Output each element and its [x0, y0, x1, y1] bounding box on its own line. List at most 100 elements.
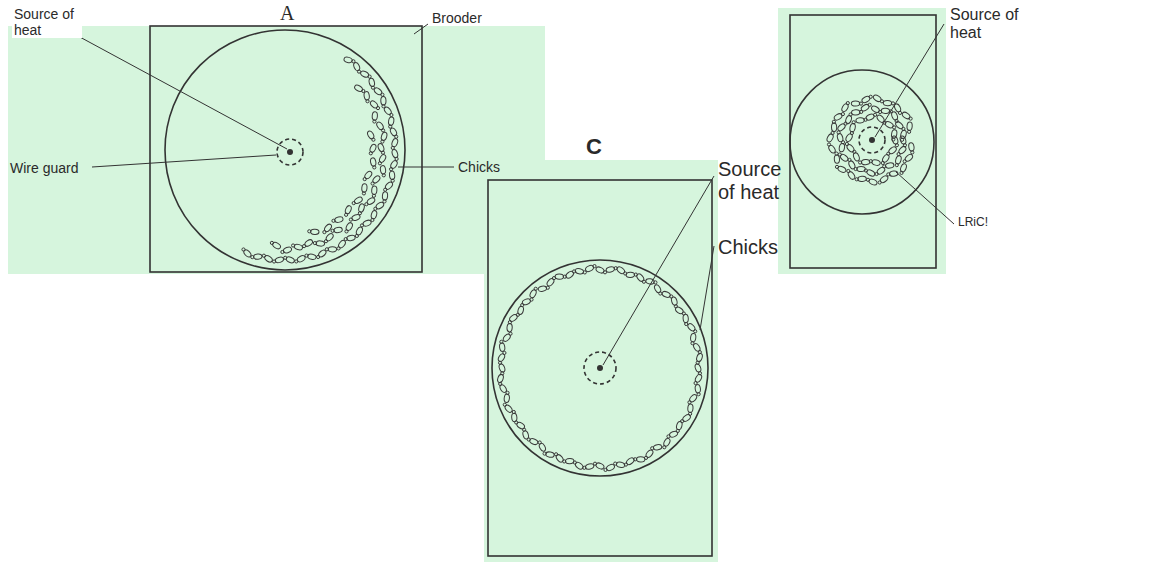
chick — [606, 266, 615, 273]
chick-head — [832, 120, 835, 123]
chick-head — [381, 140, 384, 143]
chick — [517, 306, 524, 316]
chick — [888, 146, 898, 155]
chick — [361, 184, 367, 193]
chick — [836, 133, 843, 142]
chick-head — [827, 143, 830, 146]
chick — [671, 296, 678, 306]
part-label: LRiC! — [958, 216, 988, 230]
chick — [574, 461, 584, 470]
chick — [695, 384, 701, 393]
chick-head — [512, 410, 515, 413]
chick — [871, 159, 880, 166]
wire-guard — [584, 352, 616, 384]
chick — [504, 394, 510, 403]
chick-head — [365, 203, 368, 206]
wire-guard — [277, 139, 303, 165]
chick-head — [352, 60, 355, 63]
chick-head — [389, 125, 392, 128]
chick — [876, 166, 886, 175]
chick — [625, 457, 635, 466]
chick-head — [323, 231, 326, 234]
leader-line — [92, 155, 276, 167]
chick — [846, 143, 855, 153]
chick-head — [903, 160, 906, 163]
chick-head — [881, 161, 884, 164]
chick-head — [373, 120, 376, 123]
chick — [839, 153, 849, 162]
chick-head — [503, 351, 506, 354]
chick-head — [390, 168, 393, 171]
chick-head — [908, 130, 911, 133]
chick-head — [369, 152, 372, 155]
leader-line — [398, 167, 454, 168]
chick — [546, 277, 555, 287]
chick-head — [308, 230, 311, 233]
chick — [900, 130, 907, 139]
panel-ground — [484, 160, 718, 562]
chick-head — [345, 230, 348, 233]
chick — [364, 170, 373, 180]
leader-line — [875, 24, 944, 137]
chick — [372, 112, 378, 121]
chick-head — [262, 254, 265, 257]
chick — [346, 235, 355, 242]
heat-source — [597, 365, 603, 371]
chick — [364, 91, 370, 100]
chick — [368, 78, 375, 87]
chick — [504, 404, 514, 414]
chick — [358, 203, 365, 213]
part-label: Brooder — [432, 10, 482, 26]
chick-head — [382, 174, 385, 177]
chick-head — [366, 100, 369, 103]
chick-head — [331, 229, 334, 232]
chick — [499, 343, 505, 352]
chick-head — [847, 169, 850, 172]
chick-head — [390, 113, 393, 116]
chick-head — [503, 403, 506, 406]
chick — [372, 175, 382, 185]
chick — [616, 266, 626, 275]
chick-head — [270, 241, 273, 244]
chick — [389, 171, 395, 180]
chick-head — [349, 218, 352, 221]
chick — [382, 192, 388, 201]
chick — [876, 114, 886, 124]
chicks-group — [242, 56, 915, 471]
chick-head — [887, 173, 890, 176]
chick — [688, 404, 694, 413]
chick-head — [382, 129, 385, 132]
chick-head — [352, 202, 355, 205]
chick — [690, 333, 696, 342]
chick-head — [911, 151, 914, 154]
chick-head — [841, 113, 844, 116]
chick — [380, 132, 387, 142]
chick — [502, 333, 512, 343]
chick — [585, 463, 594, 470]
chick — [565, 270, 575, 279]
chick — [904, 153, 914, 162]
chick-head — [835, 165, 838, 168]
chick — [565, 458, 574, 463]
chick-head — [381, 93, 384, 96]
chick — [839, 143, 846, 152]
chick-head — [534, 287, 537, 290]
chick — [883, 100, 892, 106]
chick-head — [694, 382, 697, 385]
chick — [653, 444, 662, 451]
chick-head — [395, 135, 398, 138]
chick-head — [381, 151, 384, 154]
part-label: Source of heat — [718, 158, 798, 204]
brooder-circle — [790, 70, 934, 214]
chick-head — [357, 70, 360, 73]
chick — [907, 122, 913, 131]
chick-head — [852, 121, 855, 124]
chick-head — [900, 171, 903, 174]
panel-letter: C — [586, 134, 602, 159]
chick-head — [875, 172, 878, 175]
chick-head — [874, 113, 877, 116]
chick-head — [895, 164, 898, 167]
chick-head — [859, 161, 862, 164]
chick-head — [642, 280, 645, 283]
